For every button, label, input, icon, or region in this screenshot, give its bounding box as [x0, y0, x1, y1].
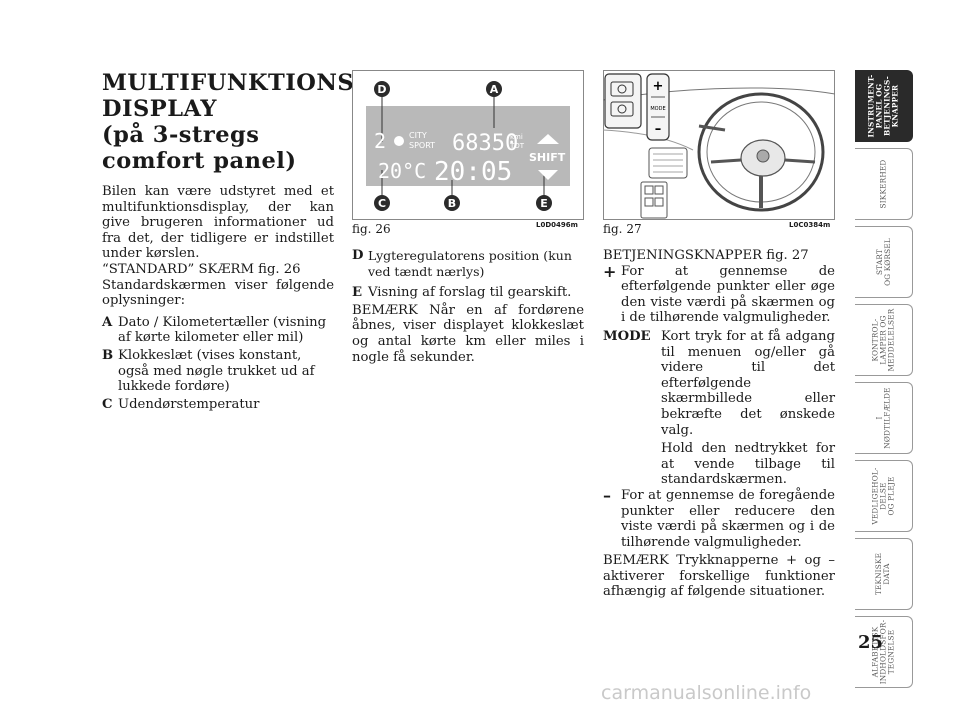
mode-text-hold: Hold den nedtrykket for at vende tilbage…: [661, 441, 835, 488]
brand-logo-icon: [756, 149, 770, 163]
intro-paragraph: Bilen kan være udstyret med et multifunk…: [102, 184, 334, 262]
mode-button-icon: MODE: [650, 106, 665, 112]
marker-e: E: [536, 195, 552, 211]
display-screen: [366, 106, 570, 186]
svg-text:B: B: [448, 197, 456, 210]
figure-27: + MODE – fig. 27 L0C0384m: [602, 70, 836, 236]
center-vent: [648, 147, 688, 179]
column-middle: D Lygteregulatorens position (kun ved tæ…: [352, 248, 584, 365]
item-text: Udendørstemperatur: [118, 396, 260, 412]
steering-wheel: [697, 92, 825, 212]
mode-bottom-text: SPORT: [409, 141, 435, 150]
lower-switch-panel: [640, 181, 668, 219]
item-text: Visning af forslag til gearskift.: [368, 285, 572, 301]
column-right: BETJENINGSKNAPPER fig. 27 + For at genne…: [603, 248, 835, 600]
clock-readout: 20:05: [434, 157, 512, 187]
page-number: 25: [858, 632, 884, 653]
item-text: Dato / Kilometertæller (visning af kørte…: [118, 314, 327, 346]
item-text: Klokkeslæt (vises konstant, også med nøg…: [118, 347, 315, 395]
fog-light-icon: [617, 84, 627, 94]
title-line-2: DISPLAY: [102, 96, 217, 122]
temperature-readout: 20°C: [378, 159, 426, 183]
list-item: B Klokkeslæt (vises konstant, også med n…: [102, 348, 334, 395]
item-text: Lygteregulatorens position (kun ved tænd…: [368, 248, 572, 279]
tab-instrument-panel[interactable]: INSTRUMENT- PANEL OG BETJENINGS- KNAPPER: [855, 70, 913, 142]
tab-label: VEDLIGEHOL- DELSE OG PLEJE: [870, 467, 896, 525]
marker-b: B: [444, 195, 460, 211]
light-level-readout: 2: [374, 129, 386, 153]
plus-button-icon: +: [653, 79, 664, 94]
figure-code: L0D0496m: [536, 221, 578, 229]
marker-d: D: [374, 81, 390, 97]
item-key: A: [102, 314, 113, 330]
tab-label: START OG KØRSEL: [874, 238, 892, 286]
title-line-1: MULTIFUNKTIONS: [102, 70, 355, 96]
tab-label: SIKKERHED: [878, 159, 888, 209]
section-title: MULTIFUNKTIONS DISPLAY (på 3-stregs comf…: [102, 70, 354, 174]
item-key: D: [352, 248, 364, 263]
shift-text: SHIFT: [529, 151, 566, 164]
title-line-4: comfort panel): [102, 148, 297, 174]
figure-26: 2 CITY SPORT 68350 kmi TOT SHIFT 20°C 20…: [352, 70, 584, 236]
list-item: C Udendørstemperatur: [102, 397, 334, 413]
standard-screen-heading: “STANDARD” SKÆRM fig. 26: [102, 261, 301, 277]
tab-start-driving[interactable]: START OG KØRSEL: [855, 226, 913, 298]
svg-text:E: E: [540, 197, 548, 210]
tab-index[interactable]: ALFABETISK INDHOLDSFOR- TEGNELSE: [855, 616, 913, 688]
mode-top-text: CITY: [409, 131, 427, 140]
mode-description: MODE Kort tryk for at få adgang til menu…: [603, 329, 835, 438]
control-button-panel: [646, 73, 670, 141]
door-note: BEMÆRK Når en af fordørene åbnes, viser …: [352, 302, 584, 365]
tab-label: TEKNISKE DATA: [874, 552, 892, 596]
standard-screen-lead: Standardskærmen viser følgende oplysning…: [102, 277, 334, 309]
minus-text: For at gennemse de foregående punkter el…: [621, 487, 835, 550]
minus-description: – For at gennemse de foregående punkter …: [603, 485, 835, 550]
plus-key: +: [603, 261, 617, 281]
display-illustration: 2 CITY SPORT 68350 kmi TOT SHIFT 20°C 20…: [352, 70, 584, 220]
list-item: D Lygteregulatorens position (kun ved tæ…: [352, 248, 584, 279]
shift-down-arrow-icon: [538, 170, 558, 180]
mode-text: Kort tryk for at få adgang til menuen og…: [661, 328, 835, 438]
tab-safety[interactable]: SIKKERHED: [855, 148, 913, 220]
unit-top-text: kmi: [510, 133, 523, 141]
title-line-3: (på 3-stregs: [102, 122, 260, 148]
mode-key: MODE: [603, 328, 651, 344]
tab-warning-lights[interactable]: KONTROL- LAMPER OG MEDDELELSER: [855, 304, 913, 376]
plus-text: For at gennemse de efterfølgende punkter…: [621, 263, 835, 326]
marker-a: A: [486, 81, 502, 97]
plus-description: + For at gennemse de efterfølgende punkt…: [603, 261, 835, 326]
figure-label: fig. 26: [352, 222, 391, 236]
list-item: A Dato / Kilometertæller (visning af kør…: [102, 315, 334, 346]
tab-label: KONTROL- LAMPER OG MEDDELELSER: [870, 308, 896, 372]
light-switch-panel: [604, 73, 642, 129]
rear-fog-icon: [617, 104, 627, 114]
light-icon: [394, 136, 404, 146]
item-key: C: [102, 396, 113, 412]
item-key: B: [102, 347, 114, 363]
svg-text:A: A: [490, 83, 499, 96]
buttons-heading: BETJENINGSKNAPPER fig. 27: [603, 248, 809, 263]
steering-wheel-illustration: + MODE –: [602, 70, 836, 220]
tab-technical-data[interactable]: TEKNISKE DATA: [855, 538, 913, 610]
item-key: E: [352, 285, 363, 301]
minus-key: –: [603, 485, 611, 505]
svg-text:C: C: [378, 197, 386, 210]
marker-c: C: [374, 195, 390, 211]
unit-bottom-text: TOT: [509, 142, 525, 150]
figure-code: L0C0384m: [789, 221, 831, 229]
chapter-tabs: INSTRUMENT- PANEL OG BETJENINGS- KNAPPER…: [855, 70, 913, 694]
minus-button-icon: –: [655, 122, 662, 137]
svg-text:D: D: [377, 83, 386, 96]
tab-label: I NØDTILFÆLDE: [874, 387, 892, 449]
watermark: carmanualsonline.info: [601, 682, 812, 704]
tab-emergency[interactable]: I NØDTILFÆLDE: [855, 382, 913, 454]
figure-label: fig. 27: [603, 222, 642, 236]
tab-maintenance[interactable]: VEDLIGEHOL- DELSE OG PLEJE: [855, 460, 913, 532]
buttons-note: BEMÆRK Trykknapperne + og – aktiverer fo…: [603, 553, 835, 600]
column-left: MULTIFUNKTIONS DISPLAY (på 3-stregs comf…: [102, 70, 354, 414]
shift-up-arrow-icon: [537, 134, 559, 144]
list-item: E Visning af forslag til gearskift.: [352, 285, 584, 301]
tab-label: INSTRUMENT- PANEL OG BETJENINGS- KNAPPER: [866, 74, 900, 138]
odometer-readout: 68350: [452, 131, 518, 156]
